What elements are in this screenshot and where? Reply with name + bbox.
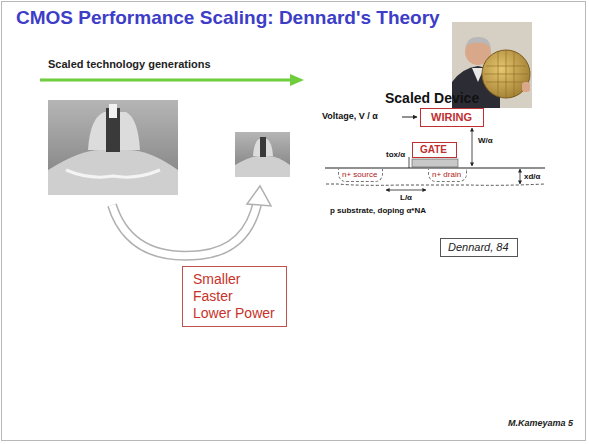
depth-arrow [520, 169, 521, 184]
generation-arrow [40, 74, 304, 86]
arrow-shaft [40, 79, 292, 82]
node-text: Smaller [193, 271, 276, 288]
voltage-arrow [402, 117, 417, 118]
node-text: WIRING [431, 111, 473, 124]
width-label: W/α [478, 136, 493, 145]
hair [465, 37, 491, 48]
transistor-micrograph-large [48, 100, 178, 195]
node-text: n+ source [342, 170, 379, 179]
arrow-head [247, 186, 271, 206]
micrograph-ground [48, 100, 178, 195]
arrow-body [112, 200, 258, 256]
node-text: Lower Power [193, 305, 276, 322]
source-region: n+ source [338, 169, 383, 182]
hand [522, 82, 530, 92]
gate-box: GATE [412, 142, 457, 158]
depletion-edge [326, 184, 545, 185]
wafer-grid [484, 50, 528, 98]
drain-region: n+ drain [428, 169, 467, 182]
citation-box: Dennard, 84 [440, 238, 518, 257]
micrograph-ground [235, 132, 290, 177]
substrate-label: p substrate, doping α*NA [330, 206, 426, 215]
gate-oxide [412, 159, 458, 167]
junction [66, 170, 160, 177]
substrate [48, 150, 178, 195]
node-text: n+ drain [432, 170, 463, 179]
oxide-tick [409, 157, 410, 168]
node-text: Faster [193, 288, 276, 305]
length-arrow [386, 190, 426, 191]
arrow-label: Scaled technology generations [48, 58, 211, 71]
device-heading: Scaled Device [385, 90, 479, 106]
substrate [235, 156, 290, 177]
slide-title: CMOS Performance Scaling: Dennard's Theo… [16, 7, 440, 29]
node-text: Dennard, 84 [448, 241, 510, 254]
shrink-arrow [112, 186, 271, 256]
wafer [482, 50, 530, 98]
arrow-head [290, 74, 304, 86]
arrow-outline [112, 200, 258, 256]
voltage-label: Voltage, V / α [322, 111, 378, 121]
contact [109, 104, 117, 118]
node-text: GATE [420, 144, 449, 156]
depth-label: xd/α [524, 172, 540, 181]
wiring-box: WIRING [420, 108, 484, 127]
oxide-label: tox/α [386, 150, 405, 159]
footer-label: M.Kameyama 5 [508, 418, 573, 428]
width-arrow [472, 128, 473, 166]
device-cross-section [325, 117, 545, 190]
benefit-box: SmallerFasterLower Power [182, 266, 287, 327]
transistor-micrograph-small [235, 132, 290, 177]
length-label: L/α [400, 193, 412, 202]
gate-stack [260, 137, 266, 157]
